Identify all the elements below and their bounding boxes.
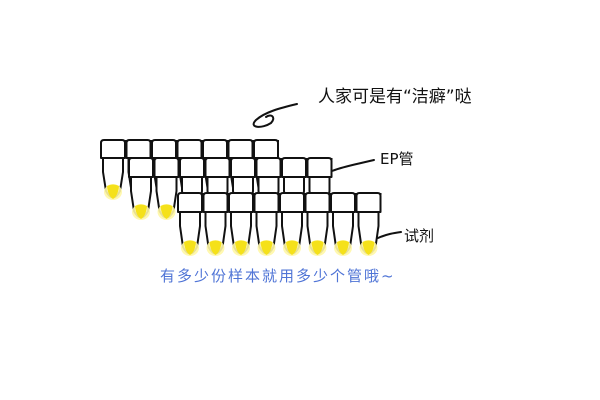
tube-cap (100, 139, 126, 159)
tube-row-3 (177, 192, 382, 256)
reagent (184, 240, 196, 255)
reagent-label: 试剂 (404, 227, 435, 245)
tube-cap (281, 157, 307, 178)
ep-tube (228, 192, 254, 256)
tube-cap (253, 192, 280, 213)
tube-cap (179, 157, 205, 178)
ep-tube (100, 139, 126, 200)
ep-tube (355, 192, 382, 256)
tube-cap (355, 192, 382, 213)
reagent (160, 204, 173, 219)
tube-cap (176, 139, 203, 159)
reagent (135, 204, 147, 219)
tube-cap (151, 139, 177, 159)
ep-tube-label: EP管 (380, 150, 414, 168)
tube-cap (306, 157, 333, 178)
tube-cap (202, 139, 228, 159)
reagent-pointer (377, 231, 402, 239)
ep-tube (279, 192, 305, 256)
ep-tube-pointer (331, 159, 375, 172)
tube-cap (202, 192, 229, 213)
reagent (260, 240, 273, 255)
tube-cap (204, 157, 231, 178)
ep-tube (253, 192, 280, 256)
ep-tube (330, 192, 356, 256)
reagent (107, 184, 119, 199)
tube-cap (128, 157, 154, 178)
tube-cap (228, 192, 254, 213)
reagent (286, 240, 298, 255)
cleanliness-pointer (252, 103, 298, 128)
ep-tube (304, 192, 331, 256)
cleanliness-label: 人家可是有“洁癖”哒 (318, 87, 472, 107)
tube-cap (253, 139, 279, 159)
caption: 有多少份样本就用多少个管哦~ (160, 267, 396, 285)
reagent (235, 240, 247, 255)
ep-tube (177, 192, 203, 256)
tube-cap (304, 192, 331, 213)
reagent (337, 240, 349, 255)
reagent (311, 240, 324, 255)
tube-cap (330, 192, 356, 213)
tube-cap (125, 139, 152, 159)
tube-cap (227, 139, 254, 159)
tube-cap (230, 157, 256, 178)
reagent (209, 240, 222, 255)
reagent (362, 240, 375, 255)
ep-tube (202, 192, 229, 256)
ep-tube (153, 157, 180, 220)
tube-cap (255, 157, 282, 178)
tube-cap (153, 157, 180, 178)
ep-tube (128, 157, 154, 220)
tube-cap (279, 192, 305, 213)
tube-cap (177, 192, 203, 213)
